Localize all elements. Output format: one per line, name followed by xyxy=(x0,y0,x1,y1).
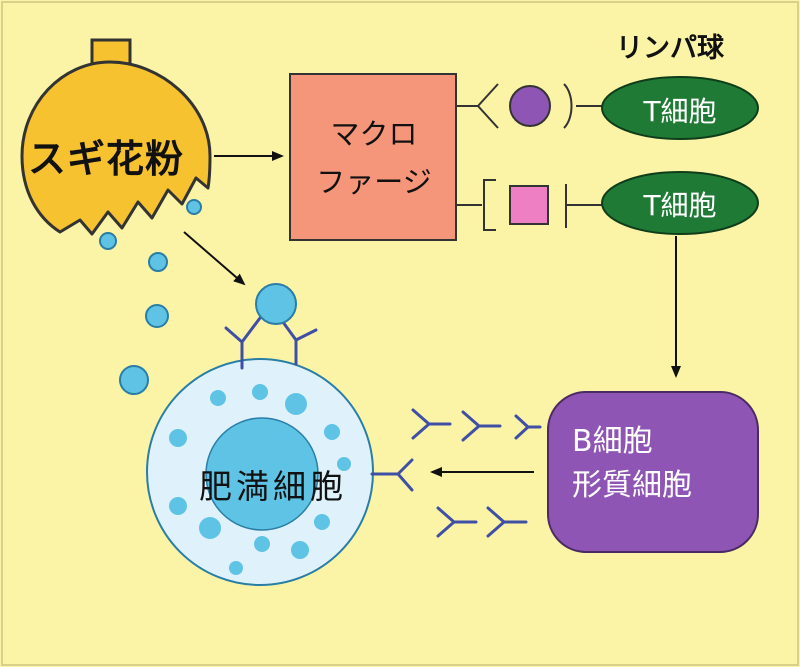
antigen-square-icon xyxy=(509,185,549,225)
b-cell-box xyxy=(547,391,759,553)
allergen-particle xyxy=(119,365,149,395)
mhc-receptor-icon xyxy=(476,83,499,129)
lymphocyte-title: リンパ球 xyxy=(616,33,724,64)
allergen-particle xyxy=(99,232,117,250)
macrophage-label-line2: ファージ xyxy=(316,165,432,199)
antibody-icon xyxy=(370,458,414,492)
granule xyxy=(324,424,340,440)
granule xyxy=(285,393,307,415)
granule xyxy=(169,429,187,447)
granule xyxy=(254,536,270,552)
pollen-body xyxy=(20,60,212,236)
bound-allergen xyxy=(255,283,297,325)
ige-antibodies xyxy=(411,408,542,538)
allergen-particle xyxy=(186,199,202,215)
mast-cell-granules xyxy=(169,384,351,575)
tcr-receptor-icon xyxy=(563,83,573,129)
antibody-icon xyxy=(278,316,318,366)
granule xyxy=(314,514,330,530)
granule xyxy=(210,390,226,406)
macrophage-box xyxy=(289,73,457,241)
bound-ige-antibodies xyxy=(224,316,414,492)
b-cell-label-line1: B細胞 xyxy=(572,424,653,459)
antibody-icon xyxy=(461,410,502,442)
antigen-circle-icon xyxy=(509,85,551,127)
granule xyxy=(337,457,351,471)
t-cell-2-label: T細胞 xyxy=(643,189,717,222)
antibody-icon xyxy=(514,414,542,440)
antibody-icon xyxy=(436,506,478,538)
pollen-label: スギ花粉 xyxy=(28,137,185,181)
mast-cell xyxy=(146,358,374,586)
b-cell-label-line2: 形質細胞 xyxy=(572,468,692,503)
t-cell-1-label: T細胞 xyxy=(643,95,717,128)
granule xyxy=(252,384,268,400)
cedar-pollen-grain xyxy=(20,38,212,236)
granule xyxy=(199,517,221,539)
antibody-icon xyxy=(411,408,452,440)
antibody-icon xyxy=(486,506,528,538)
granule xyxy=(169,497,187,515)
mhc-receptor-icon xyxy=(483,179,496,231)
macrophage-label: マクロ ファージ xyxy=(292,110,456,206)
allergen-particle xyxy=(148,252,168,272)
granule xyxy=(291,541,309,559)
antibody-icon xyxy=(224,316,262,370)
granule xyxy=(229,561,243,575)
mast-cell-nucleus xyxy=(205,417,319,531)
macrophage-label-line1: マクロ xyxy=(330,117,418,151)
t-cell-1 xyxy=(601,76,759,140)
b-cell-label: B細胞 形質細胞 xyxy=(548,420,758,508)
released-allergen-particles xyxy=(99,199,202,395)
allergen-particle xyxy=(145,304,169,328)
mast-cell-label: 肥満細胞 xyxy=(199,467,347,506)
t-cell-2 xyxy=(601,171,759,235)
arrow-pollen-to-mast-cell xyxy=(183,231,246,286)
